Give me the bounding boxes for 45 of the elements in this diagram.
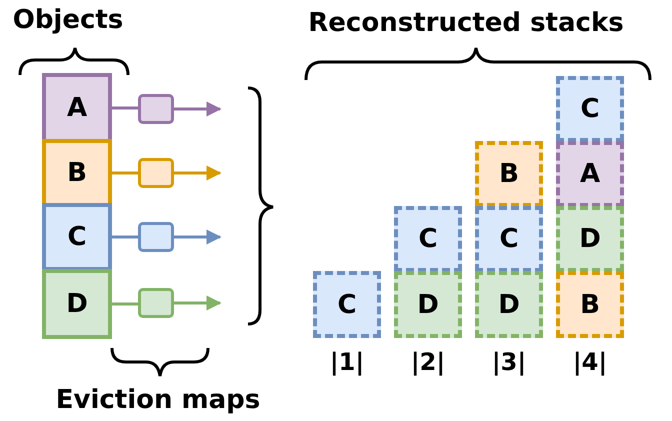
- eviction-map-box: [138, 288, 174, 318]
- object-letter: C: [580, 94, 600, 124]
- stack-entry-box: [475, 141, 543, 207]
- object-letter: A: [580, 159, 600, 189]
- stack-entry-box: [394, 206, 462, 272]
- arrow: [174, 296, 222, 310]
- section-title: Objects: [12, 5, 124, 35]
- stack-entry-box: [556, 206, 624, 272]
- stack-entry-box: [475, 206, 543, 272]
- object-letter: A: [66, 93, 88, 123]
- connector-line: [112, 302, 138, 306]
- stack-size-label: |3|: [492, 348, 526, 376]
- object-letter: D: [417, 290, 439, 320]
- section-title: Reconstructed stacks: [308, 8, 624, 38]
- stack-entry-box: [475, 271, 543, 338]
- object-letter: D: [66, 289, 88, 319]
- connector-line: [112, 236, 138, 238]
- object-letter: D: [498, 290, 520, 320]
- object-letter: B: [580, 290, 600, 320]
- stack-size-label: |1|: [330, 348, 364, 376]
- object-letter: C: [499, 224, 519, 254]
- stack-entry-box: [556, 141, 624, 207]
- object-box: [42, 269, 112, 339]
- connector-line: [112, 106, 138, 110]
- object-box: [42, 203, 112, 271]
- eviction-map-box: [138, 158, 174, 188]
- arrow: [174, 166, 222, 180]
- connector-line: [112, 172, 138, 174]
- stack-size-label: |4|: [572, 348, 608, 376]
- arrow: [174, 230, 222, 244]
- object-letter: B: [499, 159, 519, 189]
- arrow: [174, 102, 222, 116]
- object-letter: C: [418, 224, 438, 254]
- stack-entry-box: [394, 271, 462, 338]
- object-letter: B: [67, 158, 87, 188]
- stack-entry-box: [556, 76, 624, 142]
- section-title: Eviction maps: [56, 385, 260, 415]
- object-letter: C: [67, 222, 87, 252]
- object-letter: D: [579, 224, 601, 254]
- object-letter: C: [337, 290, 357, 320]
- stack-entry-box: [313, 271, 381, 338]
- stack-entry-box: [556, 271, 624, 338]
- eviction-map-box: [138, 94, 174, 124]
- eviction-map-box: [138, 222, 174, 252]
- stack-size-label: |2|: [410, 348, 446, 376]
